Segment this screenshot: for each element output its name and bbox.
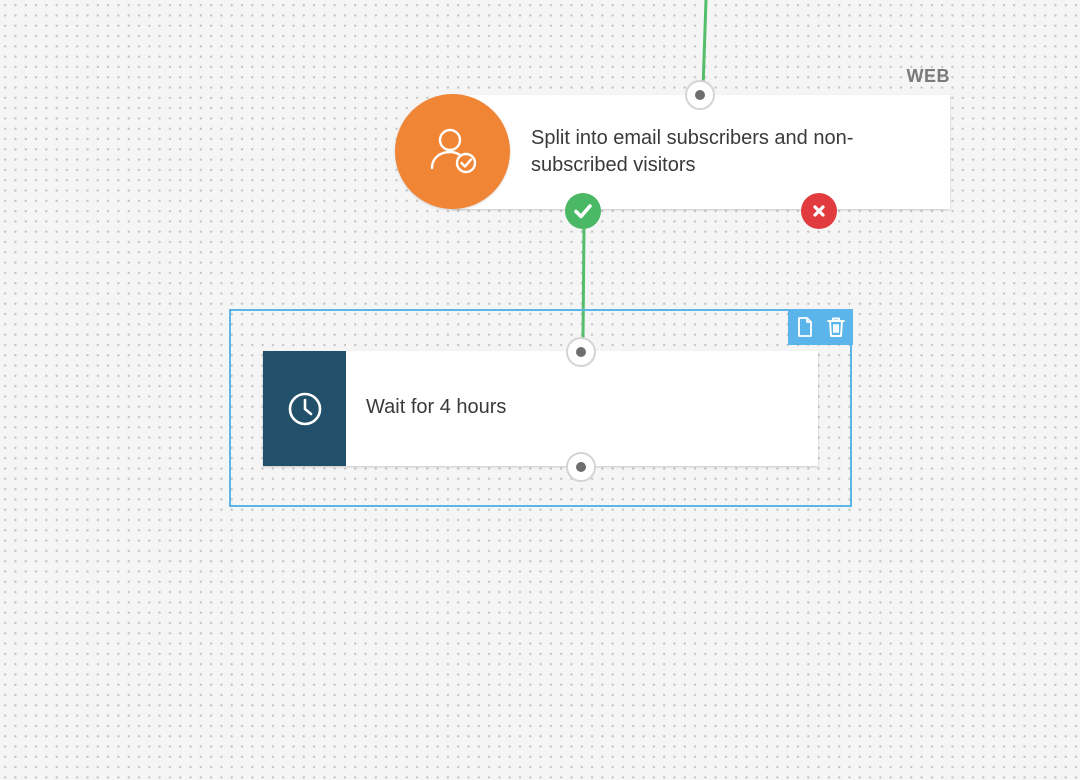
wait-node-label: Wait for 4 hours: [366, 396, 507, 418]
port-dot: [576, 462, 586, 472]
split-node-card[interactable]: Split into email subscribers and non-sub…: [452, 95, 950, 209]
wait-node-icon-panel: [263, 351, 346, 466]
port-dot: [576, 347, 586, 357]
yes-branch-handle[interactable]: [565, 193, 601, 229]
user-check-icon: [430, 128, 476, 173]
trash-icon: [826, 317, 845, 337]
node-toolbar: [788, 309, 853, 345]
connector-yes-to-wait: [581, 224, 586, 342]
no-branch-handle[interactable]: [801, 193, 837, 229]
wait-input-port[interactable]: [566, 337, 596, 367]
close-icon: [813, 205, 825, 217]
check-icon: [574, 204, 592, 219]
split-node-label: Split into email subscribers and non-sub…: [531, 127, 854, 176]
channel-label: WEB: [906, 66, 950, 86]
clock-icon: [288, 392, 321, 425]
wait-node-selection-frame[interactable]: [229, 309, 852, 507]
port-dot: [695, 90, 705, 100]
split-node-icon-badge[interactable]: [395, 94, 510, 209]
duplicate-button[interactable]: [792, 312, 818, 342]
split-input-port[interactable]: [685, 80, 715, 110]
wait-node-card[interactable]: Wait for 4 hours: [263, 351, 818, 466]
connector-incoming: [701, 0, 708, 90]
delete-button[interactable]: [823, 312, 849, 342]
wait-output-port[interactable]: [566, 452, 596, 482]
document-icon: [798, 317, 813, 337]
